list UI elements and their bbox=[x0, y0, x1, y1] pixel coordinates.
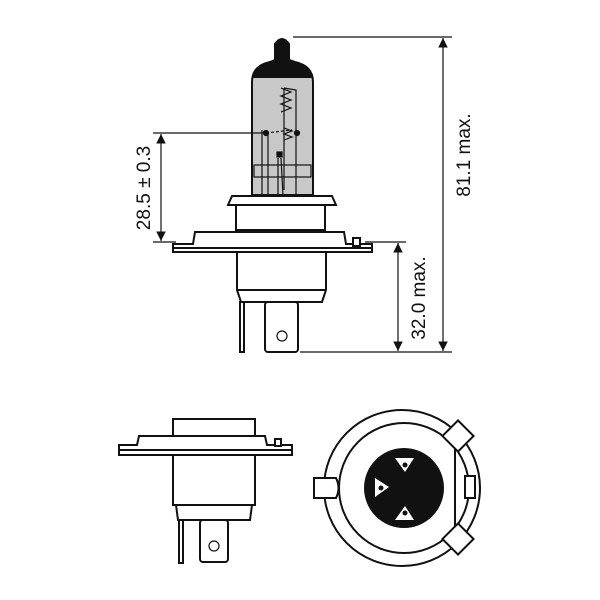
contact-plate bbox=[364, 448, 444, 528]
neck bbox=[235, 204, 326, 231]
glass-cap bbox=[252, 39, 313, 82]
base-end-view bbox=[313, 409, 481, 567]
dimension-lines bbox=[153, 36, 452, 353]
terminal-tab bbox=[264, 301, 299, 353]
terminal-pin bbox=[239, 301, 245, 353]
collar bbox=[226, 195, 338, 206]
base-body bbox=[236, 251, 327, 303]
dimension-label-base-height: 32.0 max. bbox=[409, 256, 430, 339]
dimension-label-light-center: 28.5 ± 0.3 bbox=[134, 146, 155, 230]
filaments bbox=[253, 87, 312, 196]
dimension-label-overall-length: 81.1 max. bbox=[454, 113, 475, 196]
bulb-side-view bbox=[172, 38, 373, 353]
base-side-view bbox=[118, 418, 293, 564]
